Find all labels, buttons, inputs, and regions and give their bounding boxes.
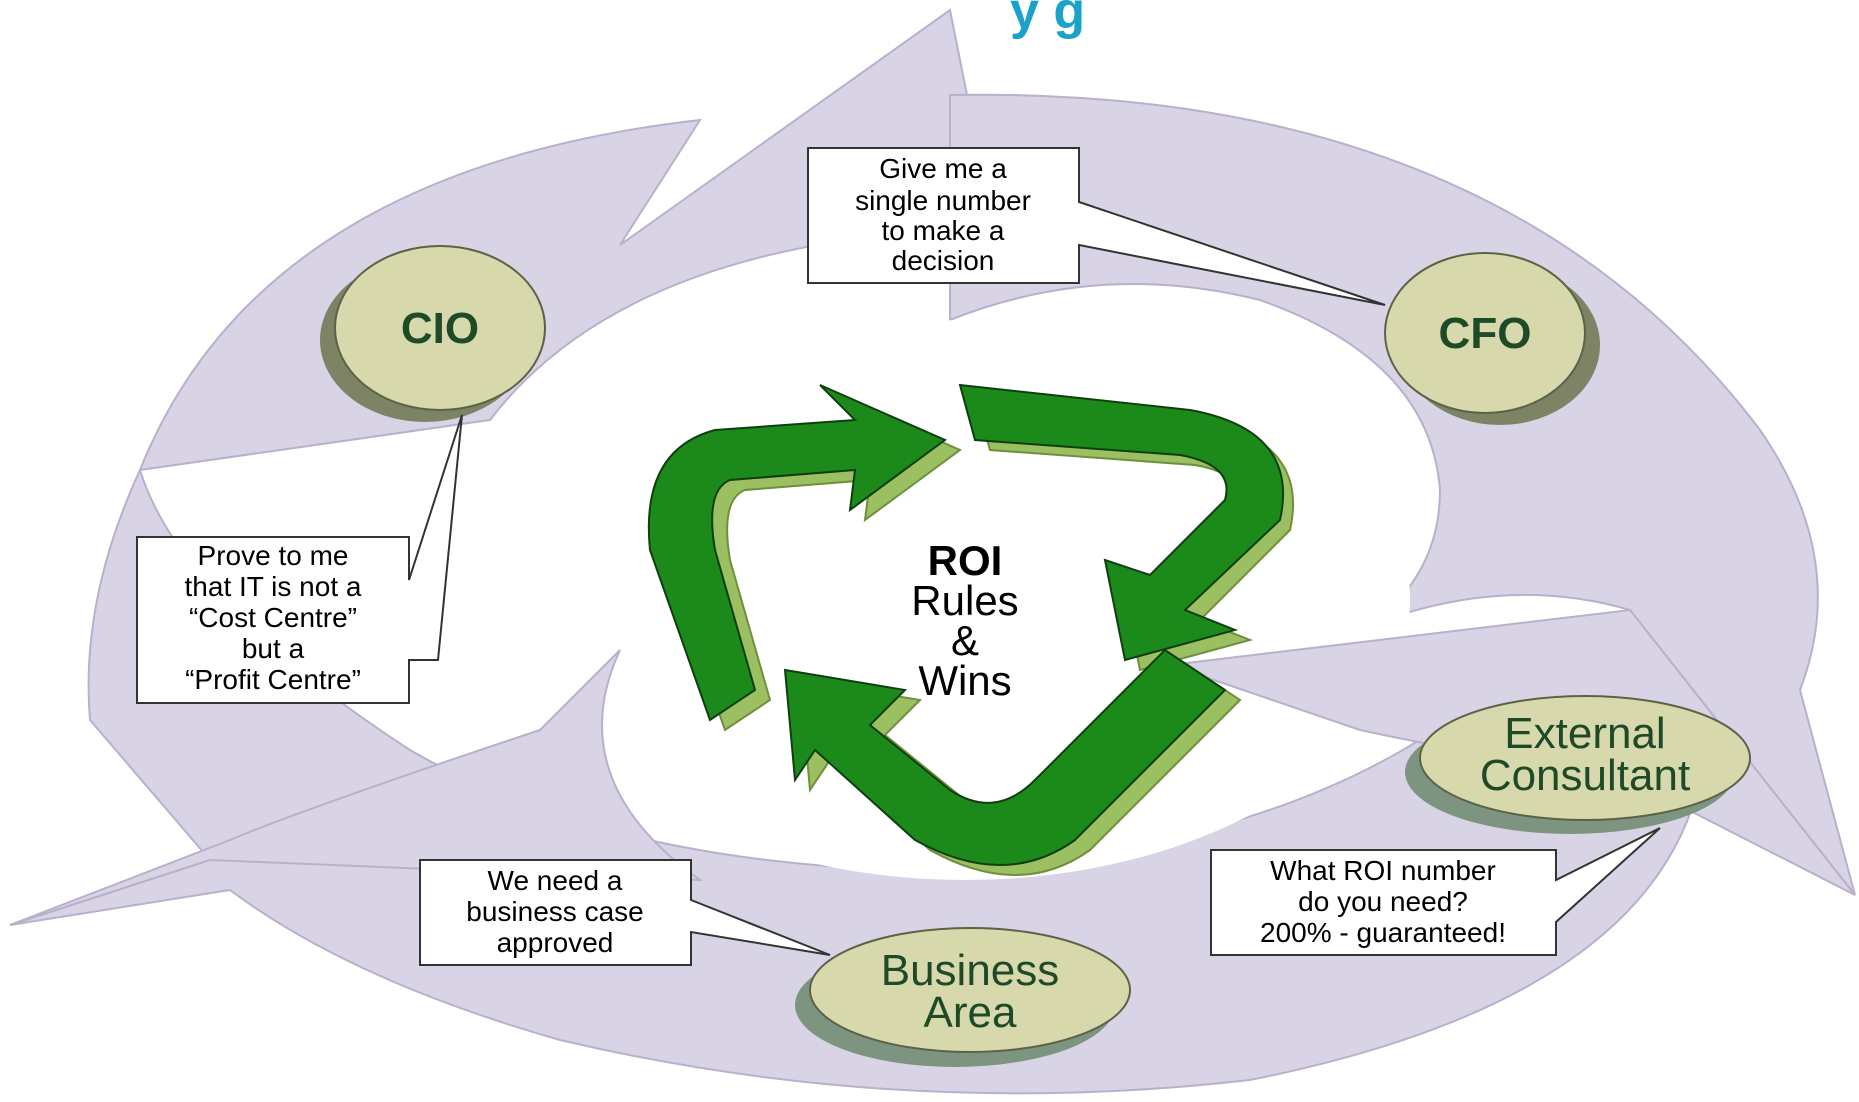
node-cio: CIO xyxy=(320,245,546,422)
callout-business-line2: business case xyxy=(466,896,643,927)
node-business-area: Business Area xyxy=(795,927,1131,1067)
center-line-rules: Rules xyxy=(911,577,1018,624)
callout-cfo-line3: to make a xyxy=(882,215,1005,246)
page-title-fragment: y g xyxy=(1010,0,1085,40)
node-business-disc xyxy=(809,927,1131,1053)
callout-cio-line3: “Cost Centre” xyxy=(189,602,357,633)
node-external-line2: Consultant xyxy=(1480,751,1690,800)
callout-external-line1: What ROI number xyxy=(1270,855,1496,886)
center-line-wins: Wins xyxy=(918,657,1011,704)
center-line-amp: & xyxy=(951,617,979,664)
node-external-line1: External xyxy=(1504,709,1665,758)
callout-business-line3: approved xyxy=(497,927,614,958)
node-cio-disc xyxy=(334,245,546,411)
node-cfo-label: CFO xyxy=(1439,309,1532,358)
callout-cio-line2: that IT is not a xyxy=(185,571,362,602)
center-title: ROI Rules & Wins xyxy=(911,537,1018,704)
recycle-arrows-icon xyxy=(647,383,1295,876)
node-external-disc xyxy=(1419,695,1751,821)
callout-external-line3: 200% - guaranteed! xyxy=(1260,917,1506,948)
callout-external-box xyxy=(1210,827,1661,956)
node-business-line1: Business xyxy=(881,946,1060,995)
cycle-arrow-head-left xyxy=(9,649,704,926)
callout-business-line1: We need a xyxy=(488,865,623,896)
node-cfo-disc xyxy=(1384,252,1586,414)
callout-external-line2: do you need? xyxy=(1298,886,1468,917)
callout-cfo-line2: single number xyxy=(855,185,1031,216)
node-business-line2: Area xyxy=(924,988,1017,1037)
callout-cfo-box xyxy=(807,147,1386,306)
callout-cfo-line4: decision xyxy=(892,245,995,276)
node-external-consultant: External Consultant xyxy=(1405,695,1751,834)
node-cio-label: CIO xyxy=(401,304,479,353)
callout-cio-line5: “Profit Centre” xyxy=(185,664,361,695)
node-cfo: CFO xyxy=(1384,252,1600,425)
center-line-roi: ROI xyxy=(928,537,1003,584)
callout-cio-box xyxy=(136,414,463,704)
callout-cio-line4: but a xyxy=(242,633,305,664)
callout-external: What ROI number do you need? 200% - guar… xyxy=(1210,827,1661,956)
callout-business: We need a business case approved xyxy=(419,859,831,966)
callout-cio-line1: Prove to me xyxy=(198,540,349,571)
callout-cfo: Give me a single number to make a decisi… xyxy=(807,147,1386,306)
callout-business-box xyxy=(419,859,831,966)
callout-cfo-line1: Give me a xyxy=(879,153,1007,184)
callout-cio: Prove to me that IT is not a “Cost Centr… xyxy=(136,414,463,704)
